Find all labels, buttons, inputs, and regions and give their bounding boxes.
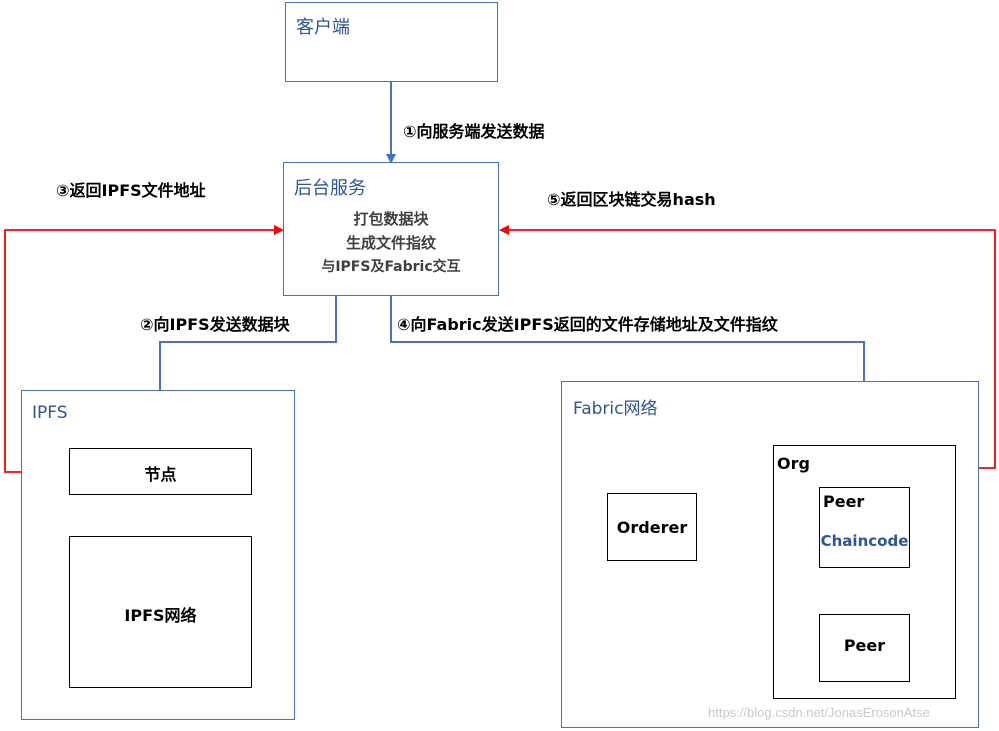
step-4-label: ④向Fabric发送IPFS返回的文件存储地址及文件指纹 — [397, 315, 778, 334]
arrow-ipfs-to-backend — [4, 225, 284, 473]
backend-line-2: 生成文件指纹 — [345, 234, 436, 252]
peer-1-label: Peer — [823, 492, 865, 511]
orderer-box: Orderer — [607, 493, 697, 561]
step-2-label: ②向IPFS发送数据块 — [140, 315, 290, 334]
backend-line-3: 与IPFS及Fabric交互 — [321, 259, 461, 275]
backend-title: 后台服务 — [294, 178, 366, 199]
ipfs-node-label: 节点 — [144, 465, 177, 484]
orderer-label: Orderer — [616, 518, 688, 537]
step-1-label: ①向服务端发送数据 — [403, 122, 545, 141]
step-5-label: ⑤返回区块链交易hash — [547, 190, 716, 209]
client-title: 客户端 — [296, 17, 350, 38]
ipfs-title: IPFS — [32, 403, 68, 423]
ipfs-network-box: IPFS网络 — [69, 536, 252, 688]
fabric-title: Fabric网络 — [573, 399, 658, 419]
peer-2-label: Peer — [843, 636, 886, 655]
chaincode-label: Chaincode — [820, 532, 909, 550]
org-label: Org — [777, 454, 810, 473]
backend-line-1: 打包数据块 — [353, 210, 429, 228]
peer-box-1: Peer Chaincode — [819, 487, 910, 568]
watermark-text: https://blog.csdn.net/JonasErosonAtse — [708, 705, 930, 720]
ipfs-network-label: IPFS网络 — [124, 606, 197, 625]
ipfs-node-box: 节点 — [69, 448, 252, 495]
client-box: 客户端 — [285, 2, 498, 82]
backend-box: 后台服务 打包数据块 生成文件指纹 与IPFS及Fabric交互 — [283, 162, 499, 296]
step-3-label: ③返回IPFS文件地址 — [56, 181, 206, 200]
arrow-fabric-to-backend — [499, 225, 996, 469]
peer-box-2: Peer — [819, 614, 910, 682]
